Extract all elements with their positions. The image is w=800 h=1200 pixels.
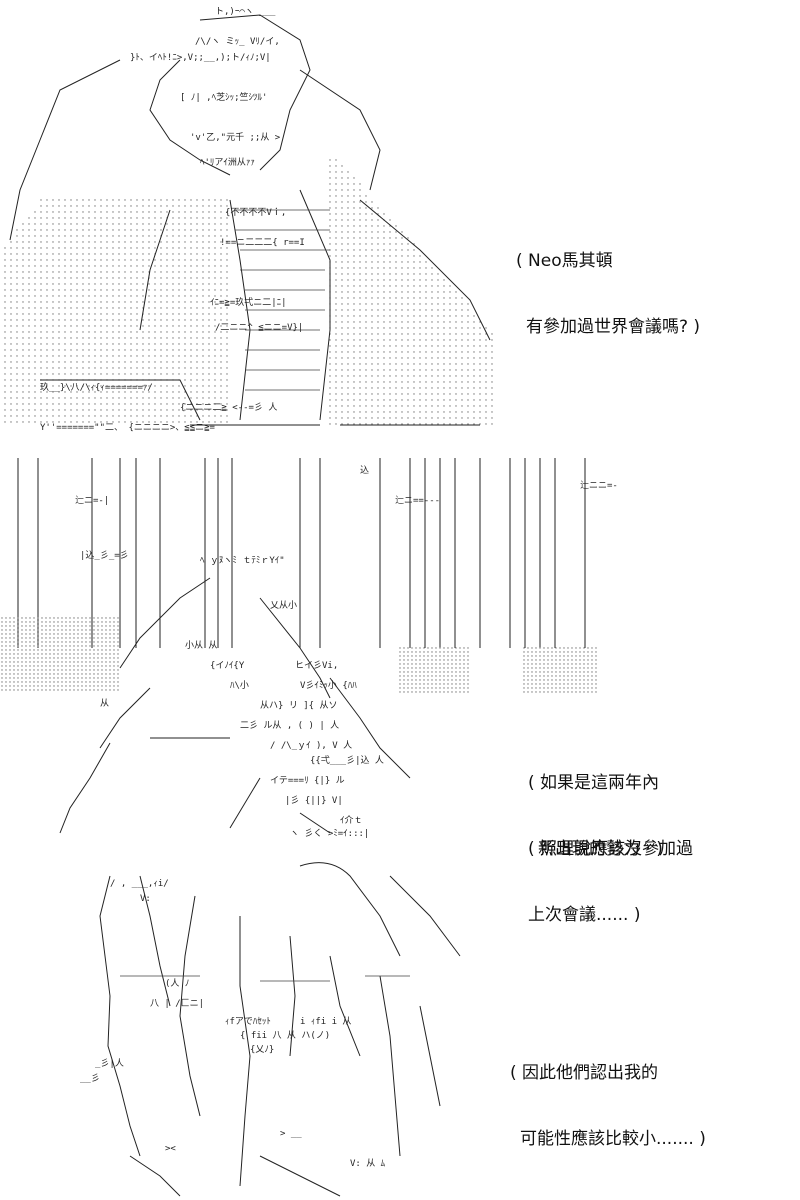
svg-text:二彡 ル从 , ( ) | 人: 二彡 ル从 , ( ) | 人 (240, 720, 339, 731)
panel-1: ト,)ｰ⌒ヽ ___ /\/ヽ ミｯ_ Vﾘ/イ, }ﾄ、イﾍﾄ!ﾆ>,V;;_… (0, 0, 800, 440)
caption-3: ( 因此他們認出我的 可能性應該比較小....... ) (510, 1018, 706, 1194)
svg-text:ヽ 彡く >ﾐ=ｲ:::|: ヽ 彡く >ﾐ=ｲ:::| (290, 828, 369, 839)
svg-text:{ニニニ二≧ <--=彡 人: {ニニニ二≧ <--=彡 人 (180, 402, 277, 413)
caption-1: ( Neo馬其頓 有參加過世界會議嗎? ) (516, 206, 700, 382)
svg-text:/ , ___,ｨi/: / , ___,ｨi/ (110, 879, 169, 889)
panel-2: 小从 从 {イﾉｲ{Y ヒイ彡Vi, ﾊ\小 V彡ｲﾐｯ小 {ﾊﾊ 从 从ハ} … (0, 448, 800, 925)
svg-text:ﾍ'ﾘアｲ洲从ｧｧ: ﾍ'ﾘアｲ洲从ｧｧ (200, 157, 255, 168)
caption-2a-line-2: 新出現的勢力 · ) (538, 839, 663, 859)
svg-text:V:: V: (140, 894, 151, 904)
svg-text:[ ﾉ| ,ﾍ芝ｼｯ;竺ｼﾂﾙ': [ ﾉ| ,ﾍ芝ｼｯ;竺ｼﾂﾙ' (180, 91, 267, 103)
svg-text:{乂ﾉ}: {乂ﾉ} (250, 1045, 274, 1055)
svg-text:辷ニニ=-: 辷ニニ=- (580, 480, 618, 491)
svg-text:{イﾉｲ{Y: {イﾉｲ{Y (210, 661, 245, 671)
svg-text:玖__}\八/\ｨ{ｨ=======ｧ/: 玖__}\八/\ｨ{ｨ=======ｧ/ (40, 381, 153, 393)
caption-3-line-2: 可能性應該比較小....... ) (520, 1129, 706, 1149)
ascii-art-two-figures: ト,)ｰ⌒ヽ ___ /\/ヽ ミｯ_ Vﾘ/イ, }ﾄ、イﾍﾄ!ﾆ>,V;;_… (4, 7, 493, 433)
svg-text:ト,)ｰ⌒ヽ ___: ト,)ｰ⌒ヽ ___ (215, 7, 276, 17)
caption-2b-line-1: ( 照理說應該沒參加過 (528, 839, 694, 859)
svg-text:ｲﾆ=≧=玖弌ニ二|ﾆ|: ｲﾆ=≧=玖弌ニ二|ﾆ| (210, 296, 287, 308)
svg-text:i ｨfi i 从: i ｨfi i 从 (300, 1016, 351, 1027)
panel-3: / , ___,ｨi/ V: (人 ﾉ 八 | /匚ニ| ｨfアでﾊｾｯﾄ i … (0, 856, 800, 1200)
svg-text:ｲ介ｔ: ｲ介ｔ (340, 815, 363, 826)
svg-text:V: 从 ﾑ: V: 从 ﾑ (350, 1158, 386, 1169)
caption-3-line-1: ( 因此他們認出我的 (510, 1063, 659, 1083)
svg-text:/\/ヽ ミｯ_ Vﾘ/イ,: /\/ヽ ミｯ_ Vﾘ/イ, (195, 37, 280, 47)
svg-text:ﾍ ｙﾇヽﾐ ｔﾃﾐｒYｲ": ﾍ ｙﾇヽﾐ ｔﾃﾐｒYｲ" (200, 555, 285, 566)
caption-2a: ( 如果是這兩年內 新出現的勢力 · ) (528, 728, 663, 904)
caption-1-line-1: ( Neo馬其頓 (516, 251, 613, 271)
svg-text:从: 从 (100, 698, 109, 709)
svg-text:{ fii 八 从 ハ(ノ): { fii 八 从 ハ(ノ) (240, 1030, 330, 1041)
svg-text:ヒイ彡Vi,: ヒイ彡Vi, (295, 660, 338, 671)
svg-text:(人 ﾉ: (人 ﾉ (165, 978, 189, 989)
svg-text:ｨfアでﾊｾｯﾄ: ｨfアでﾊｾｯﾄ (225, 1016, 271, 1027)
svg-text:__彡: __彡 (80, 1073, 100, 1084)
svg-text:八 | /匚ニ|: 八 | /匚ニ| (150, 998, 204, 1009)
ascii-art-figure-among-crowd: 小从 从 {イﾉｲ{Y ヒイ彡Vi, ﾊ\小 V彡ｲﾐｯ小 {ﾊﾊ 从 从ハ} … (1, 458, 618, 839)
svg-text:_彡|人: _彡|人 (95, 1058, 124, 1069)
svg-text:{{弌___彡|込 人: {{弌___彡|込 人 (310, 754, 384, 766)
svg-text:辷ニ=-|: 辷ニ=-| (75, 495, 109, 506)
svg-text:Y''=======""二、 {ニニニニ>、≦≦ニ≧=: Y''=======""二、 {ニニニニ>、≦≦ニ≧= (40, 423, 216, 433)
caption-2a-line-1: ( 如果是這兩年內 (528, 773, 660, 793)
svg-text:辷ニ==---: 辷ニ==--- (395, 495, 440, 506)
svg-text:乂从小: 乂从小 (270, 600, 297, 611)
svg-text:从ハ} リ ]{ 从ソ: 从ハ} リ ]{ 从ソ (260, 700, 338, 711)
caption-2b-line-2: 上次會議...... ) (528, 905, 641, 925)
svg-text:}ﾄ、イﾍﾄ!ﾆ>,V;;__,);ト/ｨﾉ;V|: }ﾄ、イﾍﾄ!ﾆ>,V;;__,);ト/ｨﾉ;V| (130, 53, 271, 63)
svg-text:> __: > __ (280, 1129, 302, 1139)
caption-2b: ( 照理說應該沒參加過 上次會議...... ) (528, 794, 693, 970)
svg-text:ﾊ\小: ﾊ\小 (230, 680, 249, 691)
svg-text:/ /\_ｙｲ ), V 人: / /\_ｙｲ ), V 人 (270, 740, 352, 751)
svg-text:{不不不不Vｉ,: {不不不不Vｉ, (225, 207, 286, 218)
svg-text:><: >< (165, 1144, 176, 1154)
svg-text:/二ニニ^ ≦ニニ=V}|: /二ニニ^ ≦ニニ=V}| (215, 323, 303, 333)
caption-1-line-2: 有參加過世界會議嗎? ) (526, 317, 701, 337)
svg-text:イテ===ﾘ {|} ル: イテ===ﾘ {|} ル (270, 775, 345, 786)
svg-text:込: 込 (360, 465, 369, 476)
svg-text:'v'乙,"元千 ;;从 >: 'v'乙,"元千 ;;从 > (190, 132, 281, 143)
svg-text:|込_彡_=彡: |込_彡_=彡 (80, 550, 129, 561)
svg-text:|彡 {||} V|: |彡 {||} V| (285, 795, 343, 806)
svg-text:小从 从: 小从 从 (185, 640, 217, 651)
svg-text:V彡ｲﾐｯ小 {ﾊﾊ: V彡ｲﾐｯ小 {ﾊﾊ (300, 680, 357, 691)
ascii-art-girl-closeup: / , ___,ｨi/ V: (人 ﾉ 八 | /匚ニ| ｨfアでﾊｾｯﾄ i … (80, 862, 461, 1197)
svg-text:!==ニ二二二{ r==I: !==ニ二二二{ r==I (220, 238, 305, 248)
